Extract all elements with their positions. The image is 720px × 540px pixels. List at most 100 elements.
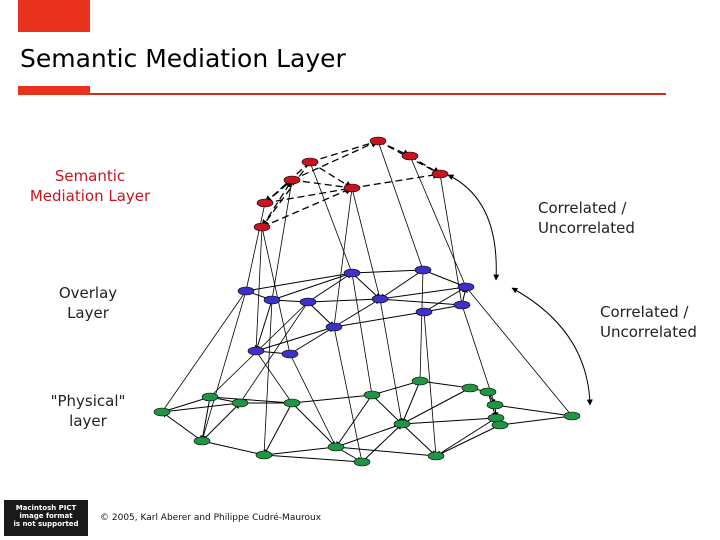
inter-layer-link [255, 350, 293, 404]
inter-layer-link [419, 269, 424, 382]
overlay-node [325, 322, 343, 332]
physical-edge [401, 423, 437, 457]
semantic-edge [261, 187, 353, 228]
inter-layer-links [161, 140, 573, 463]
physical-edge [371, 379, 421, 396]
physical-edge [209, 396, 293, 406]
semantic-edge [264, 185, 353, 204]
label-overlay-layer: Overlay Layer [58, 284, 118, 322]
inter-layer-link [351, 272, 373, 396]
semantic-node [253, 222, 271, 232]
physical-edge [335, 422, 403, 448]
physical-edge [419, 380, 471, 391]
overlay-edge [307, 296, 381, 303]
physical-edge [263, 452, 363, 463]
physical-node [201, 392, 219, 402]
inter-layer-link [351, 187, 381, 300]
semantic-edge [351, 171, 441, 189]
semantic-node [369, 136, 387, 146]
semantic-edge [309, 139, 379, 163]
semantic-edge [261, 161, 311, 228]
label-physical-layer: "Physical" layer [50, 392, 126, 430]
semantic-node [283, 175, 301, 185]
inter-layer-link [271, 179, 293, 301]
semantic-node [431, 169, 449, 179]
overlay-edge [245, 270, 353, 292]
pict-unsupported-notice: Macintosh PICT image format is not suppo… [4, 500, 88, 536]
overlay-edge [254, 299, 273, 352]
semantic-edge [291, 179, 353, 191]
correlation-arrow-lower [511, 287, 593, 406]
overlay-node [237, 286, 255, 296]
semantic-edge [264, 179, 293, 204]
semantic-node [256, 198, 274, 208]
overlay-node [414, 265, 432, 275]
overlay-edge [307, 272, 353, 303]
overlay-edge [333, 298, 381, 328]
overlay-node [247, 346, 265, 356]
physical-edge [291, 392, 373, 404]
semantic-node [401, 151, 419, 161]
title-rule [90, 93, 666, 95]
footer-copyright: © 2005, Karl Aberer and Philippe Cudré-M… [100, 513, 322, 523]
inter-layer-link [263, 299, 273, 456]
physical-node [479, 387, 497, 397]
inter-layer-link [309, 161, 353, 274]
overlay-node [299, 297, 317, 307]
semantic-layer-nodes [253, 136, 449, 232]
overlay-node [281, 349, 299, 359]
inter-layer-link [379, 298, 403, 425]
inter-layer-link [465, 286, 573, 417]
overlay-edge [271, 271, 353, 301]
physical-edge [263, 444, 337, 456]
overlay-edge [379, 284, 467, 300]
semantic-node [343, 183, 361, 193]
physical-node [193, 436, 211, 446]
physical-node [461, 383, 479, 393]
overlay-edge [333, 309, 425, 328]
overlay-edge [351, 267, 424, 274]
physical-node [486, 400, 504, 410]
physical-edge [401, 380, 421, 425]
physical-edge [161, 411, 203, 442]
inter-layer-link [423, 311, 437, 457]
physical-edge [335, 444, 437, 457]
overlay-node [453, 300, 471, 310]
title-accent-bar [18, 86, 90, 95]
label-correlation-lower: Correlated / Uncorrelated [600, 303, 697, 341]
physical-node [411, 376, 429, 386]
physical-edge [201, 402, 241, 442]
physical-node [393, 419, 411, 429]
overlay-edge [379, 269, 424, 300]
accent-bar-top [18, 0, 90, 32]
overlay-edge [255, 325, 335, 352]
physical-edge [499, 415, 573, 428]
physical-edge [401, 387, 471, 425]
physical-edge [401, 417, 497, 427]
label-semantic-layer: Semantic Mediation Layer [29, 167, 151, 205]
physical-edge [361, 423, 403, 463]
semantic-edge [264, 161, 311, 204]
inter-layer-link [333, 326, 363, 463]
overlay-edge [307, 301, 335, 328]
physical-node [427, 451, 445, 461]
physical-node [255, 450, 273, 460]
overlay-node [263, 295, 281, 305]
physical-node [491, 420, 509, 430]
overlay-node [343, 268, 361, 278]
physical-node [353, 457, 371, 467]
inter-layer-link [333, 187, 353, 328]
semantic-edge [291, 140, 379, 181]
slide-title: Semantic Mediation Layer [20, 44, 346, 73]
physical-edge [335, 394, 373, 448]
semantic-node [301, 157, 319, 167]
physical-node [363, 390, 381, 400]
inter-layer-link [161, 290, 247, 413]
physical-node [563, 411, 581, 421]
correlation-arrow-upper [447, 174, 500, 281]
physical-layer-nodes [153, 376, 581, 467]
correlation-arrows [447, 174, 593, 406]
physical-edge [371, 394, 403, 425]
physical-edge [291, 402, 337, 448]
physical-edge [435, 417, 497, 457]
